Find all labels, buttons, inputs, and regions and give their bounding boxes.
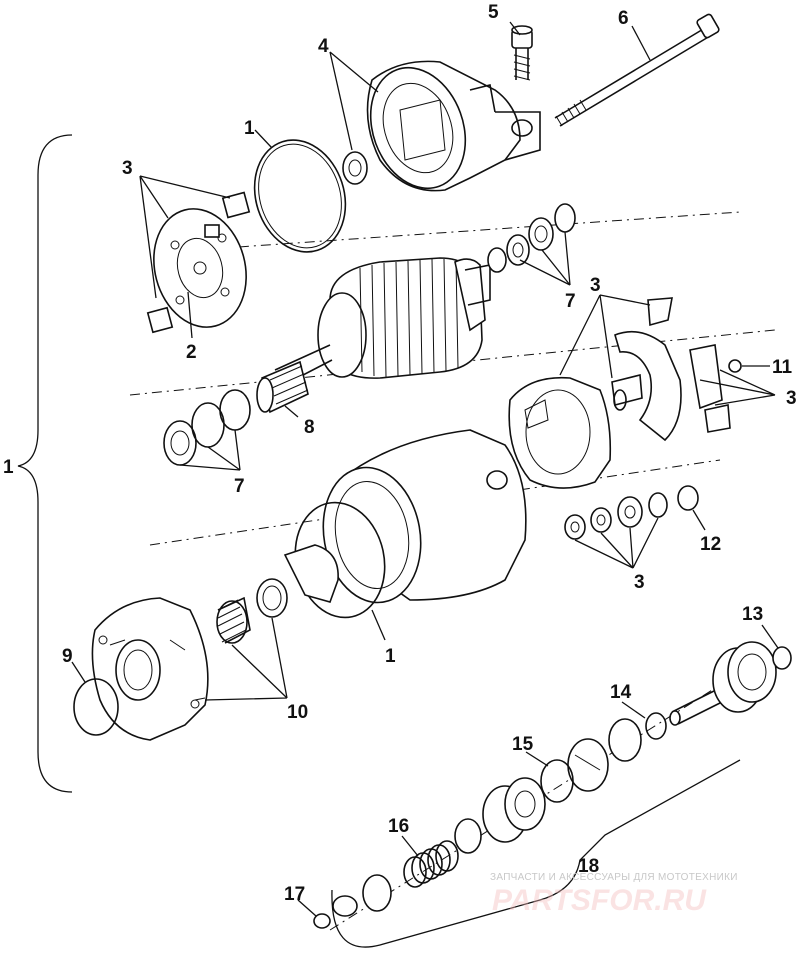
callout-12: 12 [700,534,721,555]
magnet-sleeve [508,376,612,489]
callout-16: 16 [388,816,409,837]
callout-13: 13 [742,604,763,625]
spring-16 [403,840,459,888]
callout-7-upper: 7 [565,291,576,312]
gasket-plate [283,544,339,603]
pinion-gear [482,777,546,843]
field-frame-yoke [322,429,527,604]
callout-5: 5 [488,2,499,23]
rear-end-housing [366,60,541,192]
o-ring-1-upper [253,139,347,253]
front-housing [91,597,209,741]
drive-gear-shaft-13 [669,641,777,726]
callout-7-lower: 7 [234,476,245,497]
callout-3-right: 3 [786,388,797,409]
washer-13 [772,646,792,670]
callout-10: 10 [287,702,308,723]
washers-7-lower [163,389,251,466]
callout-14: 14 [610,682,632,703]
washer-14 [608,718,642,762]
o-ring-9 [73,678,119,736]
callout-15: 15 [512,734,534,755]
callout-labels: 1 1 1 2 3 3 3 3 4 5 6 7 7 8 9 10 11 12 1… [3,2,797,905]
callout-6: 6 [618,8,629,29]
brush-holder-right [611,297,731,442]
callout-18: 18 [578,856,599,877]
callout-1-assembly: 1 [3,457,14,478]
assembly-brace-1 [17,134,73,793]
washer-11 [728,359,742,373]
callout-11: 11 [772,357,793,378]
washer-17 [332,895,358,917]
washers-3-lower [564,492,668,540]
watermark: ЗАПЧАСТИ И АКСЕССУАРЫ ДЛЯ МОТОТЕХНИКИ PA… [490,872,738,917]
callout-9: 9 [62,646,73,667]
retainer [567,738,609,792]
callout-8: 8 [304,417,315,438]
through-bolt-6 [554,13,720,127]
circlip-14 [645,712,667,740]
watermark-tagline: ЗАПЧАСТИ И АКСЕССУАРЫ ДЛЯ МОТОТЕХНИКИ [490,872,738,883]
watermark-logo: PARTSFOR.RU [492,884,707,917]
brush-plate-2 [153,208,247,328]
washers-7-upper [487,203,576,273]
collar [454,818,482,854]
ring-15 [540,759,574,803]
callout-3-top: 3 [122,158,133,179]
assembly-brace-18 [331,759,741,948]
bearing-4 [342,151,368,185]
bushing-12 [677,485,699,511]
leader-lines [71,21,779,917]
callout-3-right-top: 3 [590,275,601,296]
callout-3-bottom: 3 [634,572,645,593]
callout-2: 2 [186,342,197,363]
brushes-3-top [146,191,251,334]
o-ring-1-upper-inner [258,143,342,249]
stop-collar [362,874,392,912]
callout-1-upper: 1 [244,118,255,139]
needle-bearing-10 [216,596,251,644]
callout-4: 4 [318,36,329,57]
circlip-17 [313,913,331,929]
armature [256,257,491,414]
screw-5 [511,25,533,81]
callout-17: 17 [284,884,305,905]
seal-10 [256,578,288,618]
callout-1-lower: 1 [385,646,396,667]
